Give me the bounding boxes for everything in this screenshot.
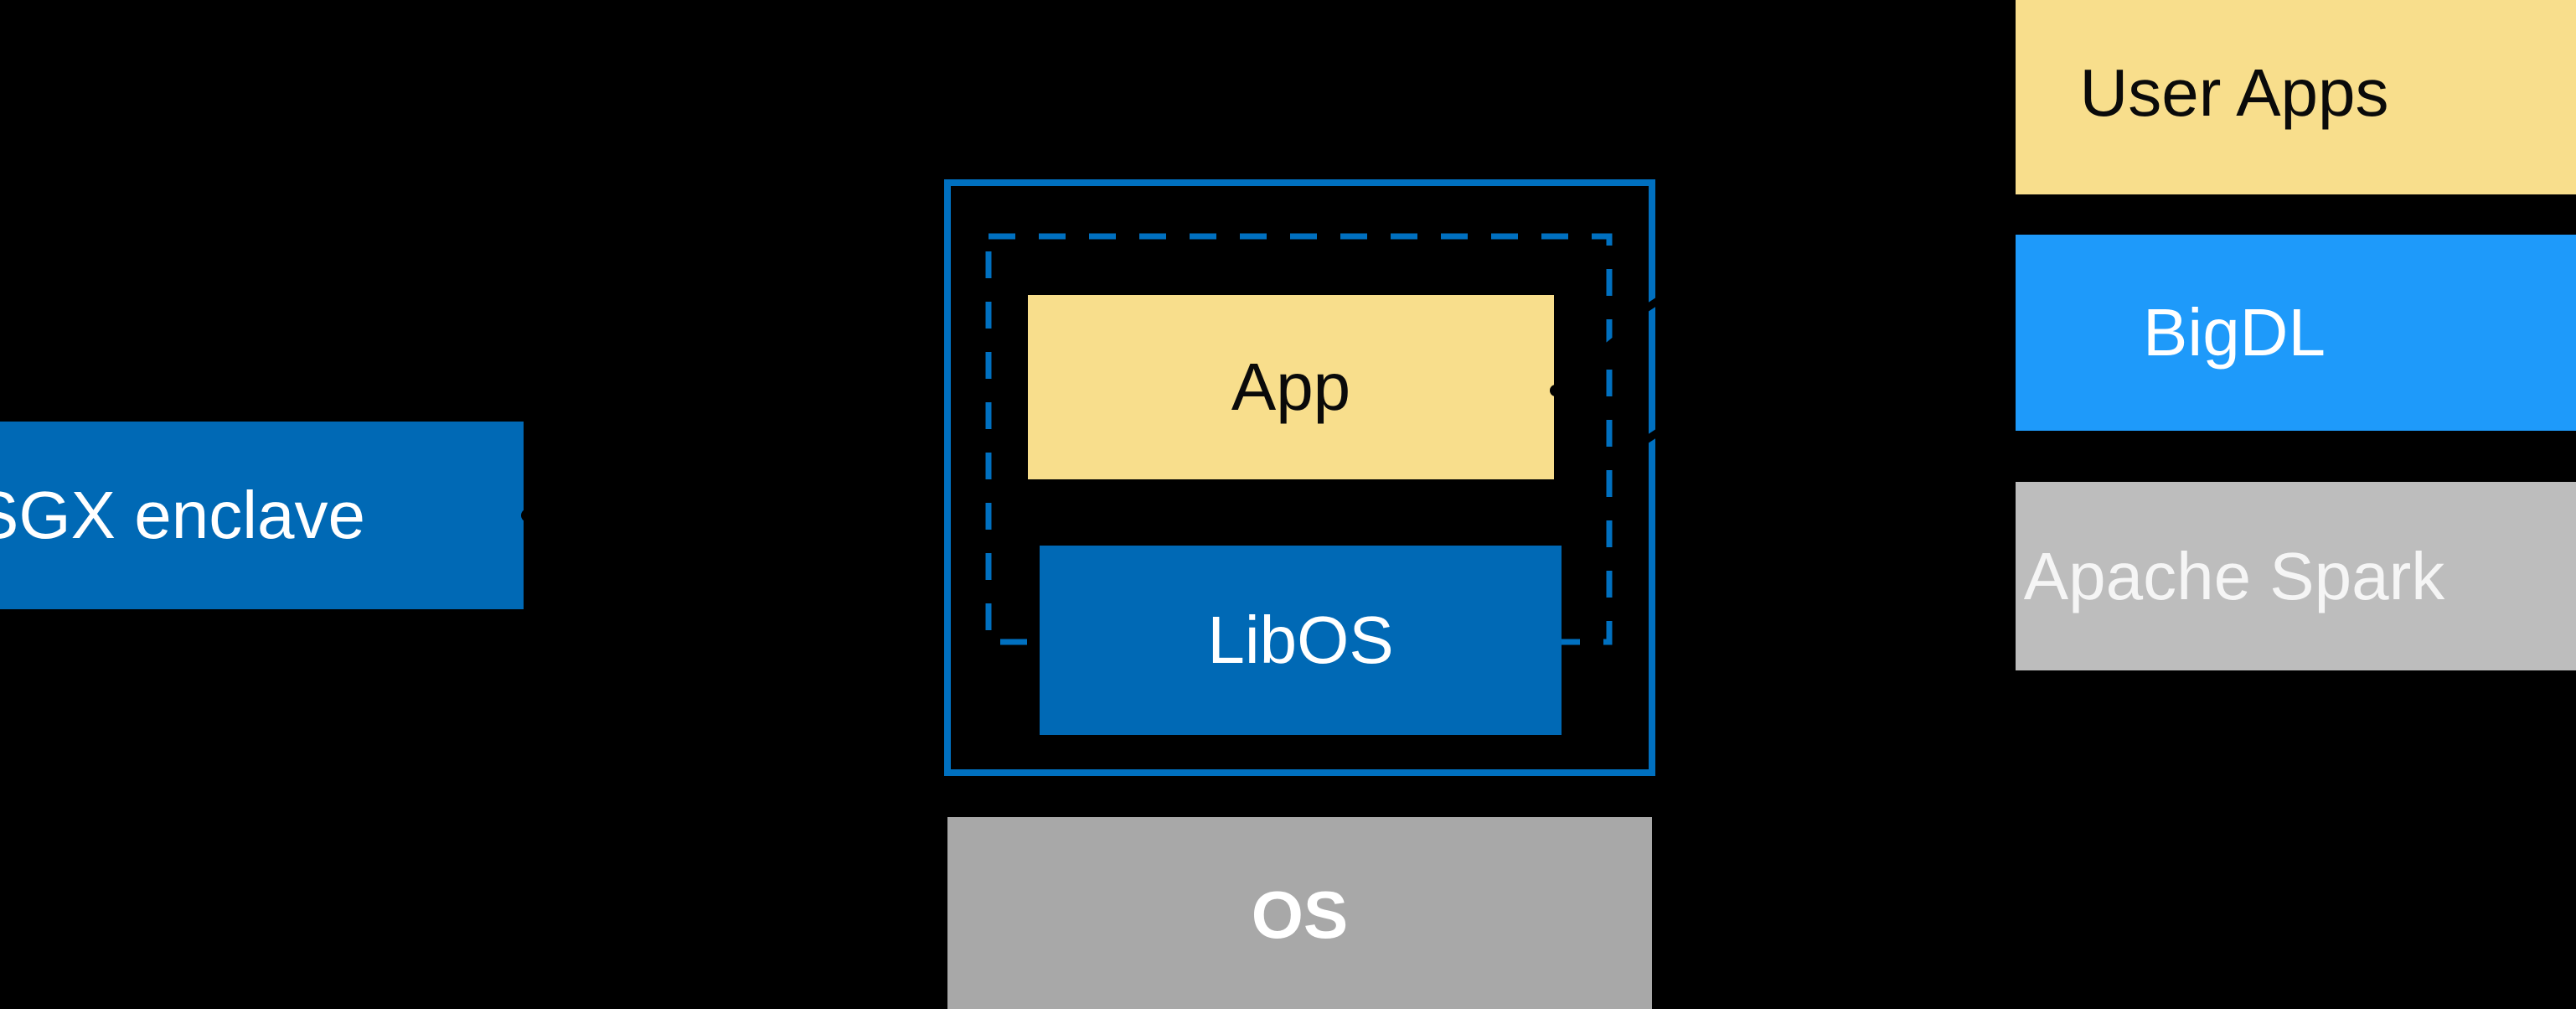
arrow-remnant-dot-sgx	[521, 509, 534, 522]
arrow-remnant-notch-dashed	[1588, 334, 1621, 363]
arrow-remnant-dot-app	[1550, 385, 1562, 396]
enclave-outer-border	[944, 179, 1655, 776]
user-apps-label: User Apps	[2079, 55, 2389, 130]
app-label: App	[1231, 349, 1351, 424]
os-label: OS	[1251, 877, 1349, 952]
apache-spark-label: Apache Spark	[2023, 538, 2445, 613]
bigdl-box: BigDL	[2016, 235, 2576, 431]
user-apps-box: User Apps	[2016, 0, 2576, 194]
libos-label: LibOS	[1207, 603, 1394, 677]
arrow-remnant-notch-bottom	[1636, 422, 1670, 448]
sgx-enclave-label: SGX enclave	[0, 478, 365, 552]
libos-box: LibOS	[1040, 546, 1562, 735]
os-box: OS	[947, 817, 1652, 1009]
bigdl-label: BigDL	[2143, 295, 2326, 370]
sgx-enclave-box: SGX enclave	[0, 422, 524, 609]
apache-spark-box: Apache Spark	[2016, 482, 2576, 670]
app-box: App	[1028, 295, 1554, 479]
arrow-remnant-notch-top	[1636, 291, 1670, 317]
enclave-dashed-boundary	[985, 233, 1613, 645]
